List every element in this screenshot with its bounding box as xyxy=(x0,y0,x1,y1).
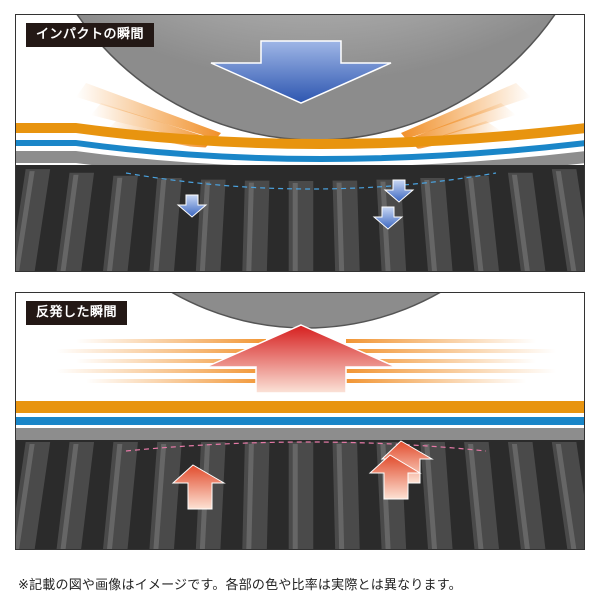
groove-highlight xyxy=(336,182,345,271)
groove-highlight xyxy=(555,171,577,271)
groove-rib xyxy=(288,181,314,271)
orange-layer xyxy=(16,123,584,149)
groove-highlight xyxy=(555,444,577,549)
groove-rib xyxy=(16,442,51,549)
groove-rib xyxy=(332,180,360,271)
impact-panel: インパクトの瞬間 xyxy=(15,14,585,272)
disclaimer-caption: ※記載の図や画像はイメージです。各部の色や比率は実際とは異なります。 xyxy=(18,578,462,593)
groove-highlight xyxy=(424,180,437,271)
gray-layer xyxy=(16,428,584,440)
small-arrow-down-left xyxy=(176,194,208,218)
blue-layer xyxy=(16,417,584,425)
rebound-streaks-left xyxy=(56,339,266,383)
groove-highlight xyxy=(16,171,35,271)
small-arrow-up-left xyxy=(171,464,226,510)
small-arrow-down-right-upper xyxy=(383,179,415,203)
grooved-base xyxy=(16,165,584,271)
rebound-dashed-line xyxy=(125,441,487,452)
grooved-base xyxy=(16,440,584,549)
orange-layer xyxy=(16,401,584,413)
groove-highlight xyxy=(60,174,79,271)
groove-highlight xyxy=(199,181,211,271)
groove-highlight xyxy=(336,444,345,549)
rebound-streaks-right xyxy=(346,339,556,383)
deformation-dashed-line xyxy=(125,172,497,190)
groove-highlight xyxy=(511,444,530,549)
groove-highlight xyxy=(468,177,484,271)
groove-highlight xyxy=(16,444,35,549)
groove-highlight xyxy=(424,444,438,549)
impact-label: インパクトの瞬間 xyxy=(26,23,155,47)
groove-highlight xyxy=(153,444,167,549)
groove-highlight xyxy=(246,444,254,549)
rebound-arrow-up xyxy=(205,324,397,394)
groove-highlight xyxy=(107,444,123,549)
impact-illustration xyxy=(16,15,584,271)
groove-highlight xyxy=(511,174,530,271)
groove-highlight xyxy=(246,182,254,271)
rebound-illustration xyxy=(16,293,584,549)
impact-arrow-down xyxy=(210,40,392,104)
groove-highlight xyxy=(468,444,484,549)
groove-rib xyxy=(242,442,270,549)
groove-highlight xyxy=(292,444,298,549)
groove-highlight xyxy=(107,177,123,271)
groove-rib xyxy=(242,180,270,271)
groove-highlight xyxy=(60,444,79,549)
small-arrow-down-right-lower xyxy=(372,206,404,230)
rebound-label: 反発した瞬間 xyxy=(26,301,128,325)
groove-rib xyxy=(332,442,360,549)
groove-rib xyxy=(16,169,51,271)
groove-highlight xyxy=(153,180,167,271)
blue-layer xyxy=(16,140,584,162)
groove-rib xyxy=(288,442,314,549)
groove-highlight xyxy=(292,183,298,271)
small-arrow-up-right-lower xyxy=(368,454,422,500)
rebound-panel: 反発した瞬間 xyxy=(15,292,585,550)
